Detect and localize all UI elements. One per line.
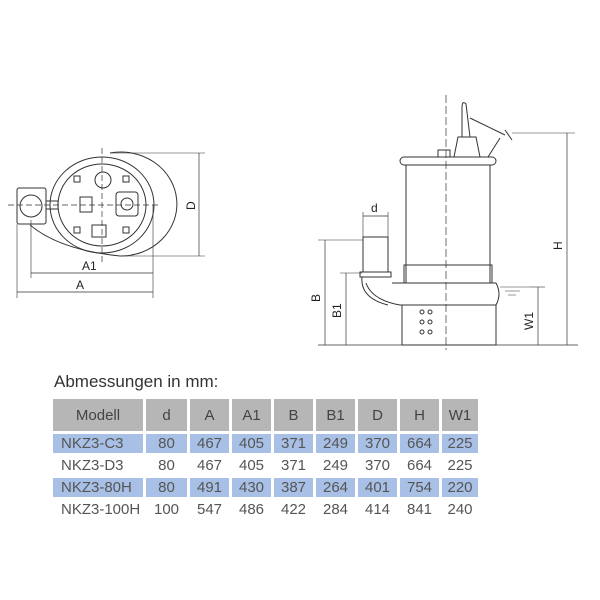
table-row: NKZ3-D3 80 467 405 371 249 370 664 225 — [53, 456, 478, 475]
table-header-row: Modell d A A1 B B1 D H W1 — [53, 399, 478, 431]
cell-model: NKZ3-C3 — [53, 434, 143, 453]
cell: 467 — [190, 434, 229, 453]
cell: 405 — [238, 457, 265, 474]
cell: 841 — [406, 501, 433, 518]
dim-label-a1: A1 — [82, 259, 97, 273]
cell-model: NKZ3-D3 — [61, 457, 124, 474]
dim-label-h: H — [551, 241, 565, 250]
cell: 371 — [280, 457, 307, 474]
cell: 249 — [316, 434, 355, 453]
table-row: NKZ3-C3 80 467 405 371 249 370 664 225 — [53, 434, 478, 453]
cell-model: NKZ3-100H — [61, 501, 141, 518]
cell: 225 — [447, 457, 473, 474]
cell: 371 — [274, 434, 313, 453]
cell: 220 — [442, 478, 478, 497]
cell: 664 — [400, 434, 439, 453]
dim-label-d: D — [184, 201, 198, 210]
dimensions-table: Modell d A A1 B B1 D H W1 NKZ3-C3 80 467… — [50, 396, 481, 522]
cell: 467 — [196, 457, 223, 474]
cell-model: NKZ3-80H — [53, 478, 143, 497]
cell: 491 — [190, 478, 229, 497]
table-row: NKZ3-100H 100 547 486 422 284 414 841 24… — [53, 500, 478, 519]
cell: 80 — [158, 457, 175, 474]
header-a1: A1 — [232, 399, 271, 431]
cell: 486 — [238, 501, 265, 518]
dim-label-w1: W1 — [522, 312, 536, 330]
cell: 754 — [400, 478, 439, 497]
header-d: d — [146, 399, 187, 431]
cell: 430 — [232, 478, 271, 497]
cell: 387 — [274, 478, 313, 497]
cell: 370 — [364, 457, 391, 474]
cell: 664 — [406, 457, 433, 474]
header-w1: W1 — [442, 399, 478, 431]
cell: 547 — [196, 501, 223, 518]
cell: 284 — [322, 501, 349, 518]
table-row: NKZ3-80H 80 491 430 387 264 401 754 220 — [53, 478, 478, 497]
header-b1: B1 — [316, 399, 355, 431]
top-view: A1 A D — [8, 148, 205, 298]
dim-label-a: A — [76, 278, 84, 292]
cell: 100 — [153, 501, 180, 518]
cell: 249 — [322, 457, 349, 474]
cell: 414 — [364, 501, 391, 518]
table-title: Abmessungen in mm: — [54, 372, 219, 391]
cell: 401 — [358, 478, 397, 497]
cell: 80 — [146, 478, 187, 497]
cell: 264 — [316, 478, 355, 497]
header-a: A — [190, 399, 229, 431]
cell: 240 — [447, 501, 473, 518]
cell: 370 — [358, 434, 397, 453]
dim-label-d-small: d — [371, 201, 378, 215]
dim-label-b1: B1 — [330, 303, 344, 318]
cell: 80 — [146, 434, 187, 453]
cell: 225 — [442, 434, 478, 453]
header-h: H — [400, 399, 439, 431]
header-b: B — [274, 399, 313, 431]
side-view: d B B1 H W1 — [309, 95, 578, 350]
pump-dimension-drawing: A1 A D d — [8, 95, 578, 350]
cell: 422 — [280, 501, 307, 518]
cell: 405 — [232, 434, 271, 453]
header-modell: Modell — [53, 399, 143, 431]
header-d-diameter: D — [358, 399, 397, 431]
dim-label-b: B — [309, 294, 323, 302]
